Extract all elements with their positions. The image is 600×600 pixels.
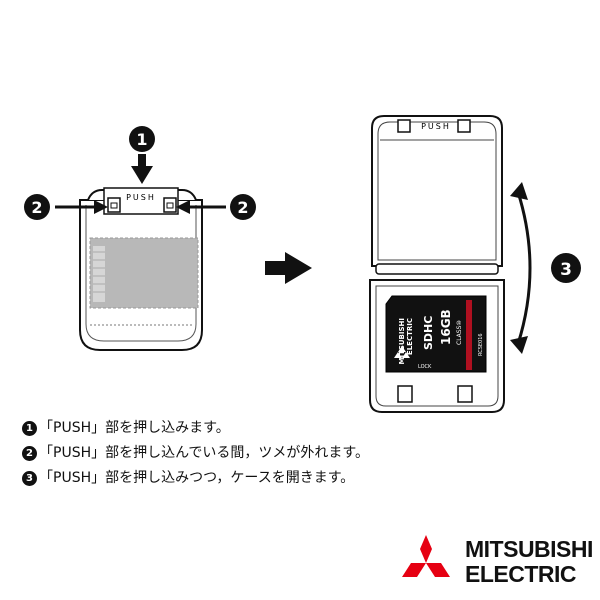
callout-3: 3 xyxy=(551,253,581,283)
push-label-open: PUSH xyxy=(421,122,451,131)
card-inside-closed xyxy=(89,237,199,309)
svg-text:ELECTRIC: ELECTRIC xyxy=(406,318,414,355)
svg-text:2: 2 xyxy=(237,198,248,217)
sd-card: MITSUBISHI ELECTRIC SDHC 16GB CLASS⑩ RCS… xyxy=(385,295,487,373)
callout-2-right: 2 xyxy=(230,194,256,220)
instruction-text-3: 「PUSH」部を押し込みつつ，ケースを開きます。 xyxy=(39,470,355,486)
push-label-closed: PUSH xyxy=(126,193,156,202)
logo-line-1: MITSUBISHI xyxy=(465,536,593,562)
svg-text:1: 1 xyxy=(136,130,147,149)
step-number-1: 1 xyxy=(22,421,37,436)
callout-2-left: 2 xyxy=(24,194,50,220)
squeeze-arrow-right xyxy=(176,200,226,214)
transition-arrow xyxy=(265,252,312,284)
open-swing-arrow xyxy=(510,182,532,354)
logo-line-2: ELECTRIC xyxy=(465,561,576,587)
instruction-step-2: 2「PUSH」部を押し込んでいる間，ツメが外れます。 xyxy=(22,441,582,466)
instruction-text-2: 「PUSH」部を押し込んでいる間，ツメが外れます。 xyxy=(39,445,370,461)
svg-text:16GB: 16GB xyxy=(439,309,453,345)
instruction-text-1: 「PUSH」部を押し込みます。 xyxy=(39,420,230,436)
instruction-step-3: 3「PUSH」部を押し込みつつ，ケースを開きます。 xyxy=(22,466,582,491)
callout-1: 1 xyxy=(129,126,155,152)
mitsubishi-electric-logo: MITSUBISHI ELECTRIC xyxy=(394,533,594,593)
step-number-3: 3 xyxy=(22,471,37,486)
instruction-list: 1「PUSH」部を押し込みます。 2「PUSH」部を押し込んでいる間，ツメが外れ… xyxy=(22,416,582,491)
squeeze-arrow-left xyxy=(55,200,108,214)
svg-text:RCSE016: RCSE016 xyxy=(478,333,484,356)
sd-card-case-illustration: PUSH 1 2 2 xyxy=(24,115,581,413)
step-number-2: 2 xyxy=(22,446,37,461)
svg-text:LOCK: LOCK xyxy=(418,364,432,370)
opened-case: PUSH MITSUBISHI ELECTRIC SDHC 16GB CLASS… xyxy=(369,115,505,413)
svg-text:MITSUBISHI: MITSUBISHI xyxy=(398,318,406,365)
closed-case: PUSH xyxy=(79,187,203,351)
svg-text:CLASS⑩: CLASS⑩ xyxy=(456,320,463,345)
svg-text:2: 2 xyxy=(31,198,42,217)
svg-text:3: 3 xyxy=(560,260,572,280)
push-down-arrow xyxy=(131,154,153,184)
svg-text:SDHC: SDHC xyxy=(422,316,435,350)
instruction-step-1: 1「PUSH」部を押し込みます。 xyxy=(22,416,582,441)
three-diamonds-icon xyxy=(402,535,450,577)
